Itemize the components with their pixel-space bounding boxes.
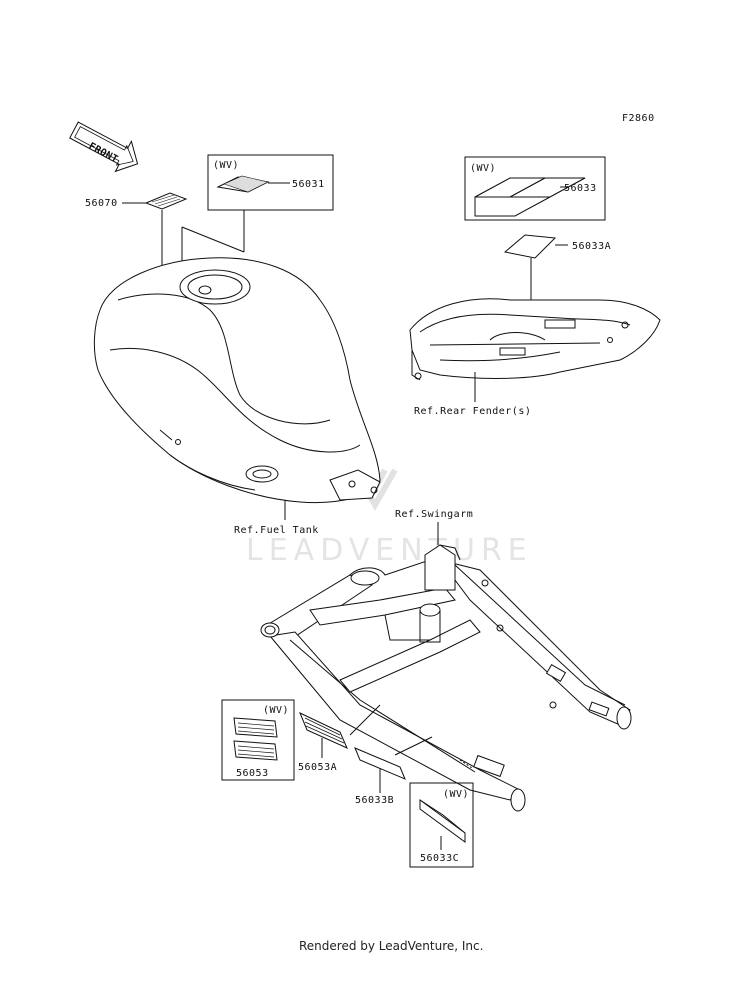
rear-fender	[409, 298, 661, 381]
wv-tag: (WV)	[213, 160, 239, 171]
part-number-56031: 56031	[292, 179, 325, 190]
wv-tag: (WV)	[443, 789, 469, 800]
fuel-tank	[93, 257, 381, 504]
callout-box-56053: (WV) 56053	[221, 699, 295, 781]
decal-56053A	[299, 711, 348, 749]
footer-credit: Rendered by LeadVenture, Inc.	[299, 939, 483, 953]
swingarm	[260, 544, 632, 812]
ref-rear-fender: Ref.Rear Fender(s)	[414, 406, 531, 417]
decal-56070	[144, 192, 188, 210]
figure-code: F2860	[622, 113, 655, 124]
decal-56033B	[354, 747, 406, 780]
part-number-56033A: 56033A	[572, 241, 611, 252]
part-number-56033C: 56033C	[420, 853, 459, 864]
ref-swingarm: Ref.Swingarm	[395, 509, 473, 520]
wv-tag: (WV)	[263, 705, 289, 716]
part-number-56033: 56033	[564, 183, 597, 194]
decal-56033A	[503, 234, 557, 259]
callout-box-56033: (WV) 56033	[464, 156, 606, 221]
watermark: LEADVENTURE	[246, 468, 533, 568]
part-number-56053: 56053	[236, 768, 269, 779]
watermark-text: LEADVENTURE	[246, 533, 533, 568]
ref-fuel-tank: Ref.Fuel Tank	[234, 525, 319, 536]
front-arrow-icon	[69, 121, 139, 173]
wv-tag: (WV)	[470, 163, 496, 174]
callout-box-56033C: (WV) 56033C	[409, 782, 474, 868]
part-number-56033B: 56033B	[355, 795, 394, 806]
callout-box-56031: (WV) 56031	[207, 154, 334, 211]
part-number-56053A: 56053A	[298, 762, 337, 773]
part-number-56070: 56070	[85, 198, 118, 209]
